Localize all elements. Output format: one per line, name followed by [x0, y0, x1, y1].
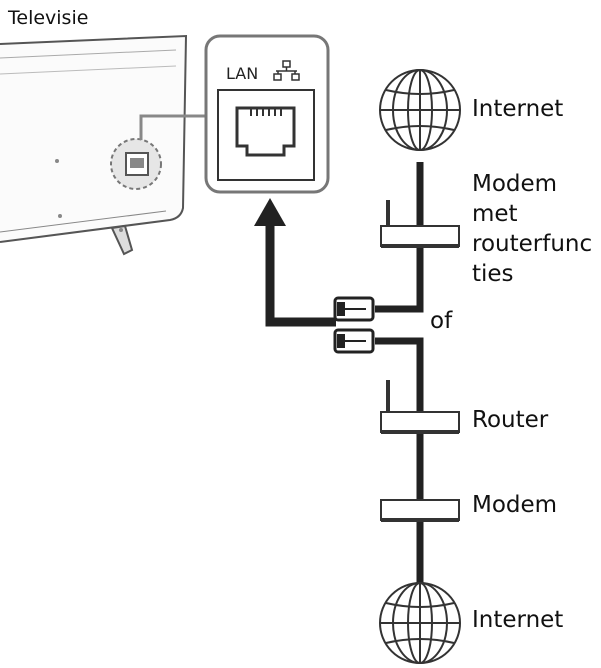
- lan-port-zoom: [204, 34, 330, 194]
- zoom-leader-line: [139, 114, 206, 140]
- lan-plug-lower: [333, 328, 375, 354]
- modem-label: Modem: [472, 492, 558, 518]
- modem-router-device: [380, 200, 460, 248]
- modem-router-label-line: routerfunc: [472, 230, 593, 257]
- lan-port-label: LAN: [226, 64, 259, 83]
- tv-port-highlight: [110, 138, 162, 190]
- internet-globe-icon-bottom: [379, 582, 461, 664]
- television: [0, 34, 188, 256]
- internet-globe-icon-top: [379, 69, 461, 151]
- cable-to-router: [375, 337, 424, 590]
- internet-top-label: Internet: [472, 96, 564, 122]
- network-icon: [273, 60, 300, 81]
- modem-router-label: Modem met routerfunc ties: [472, 170, 592, 290]
- modem-router-label-line: met: [472, 200, 518, 227]
- internet-bottom-label: Internet: [472, 607, 564, 633]
- modem-router-label-line: Modem: [472, 171, 558, 197]
- tv-label: Televisie: [8, 7, 89, 29]
- modem-router-label-line: ties: [472, 260, 514, 287]
- or-label: of: [430, 308, 453, 334]
- modem-device: [380, 499, 460, 522]
- router-device: [380, 380, 460, 434]
- lan-plug-upper: [333, 296, 375, 322]
- router-label: Router: [472, 407, 549, 433]
- connection-arrow: [254, 198, 336, 327]
- cable-to-modem-router: [375, 162, 424, 313]
